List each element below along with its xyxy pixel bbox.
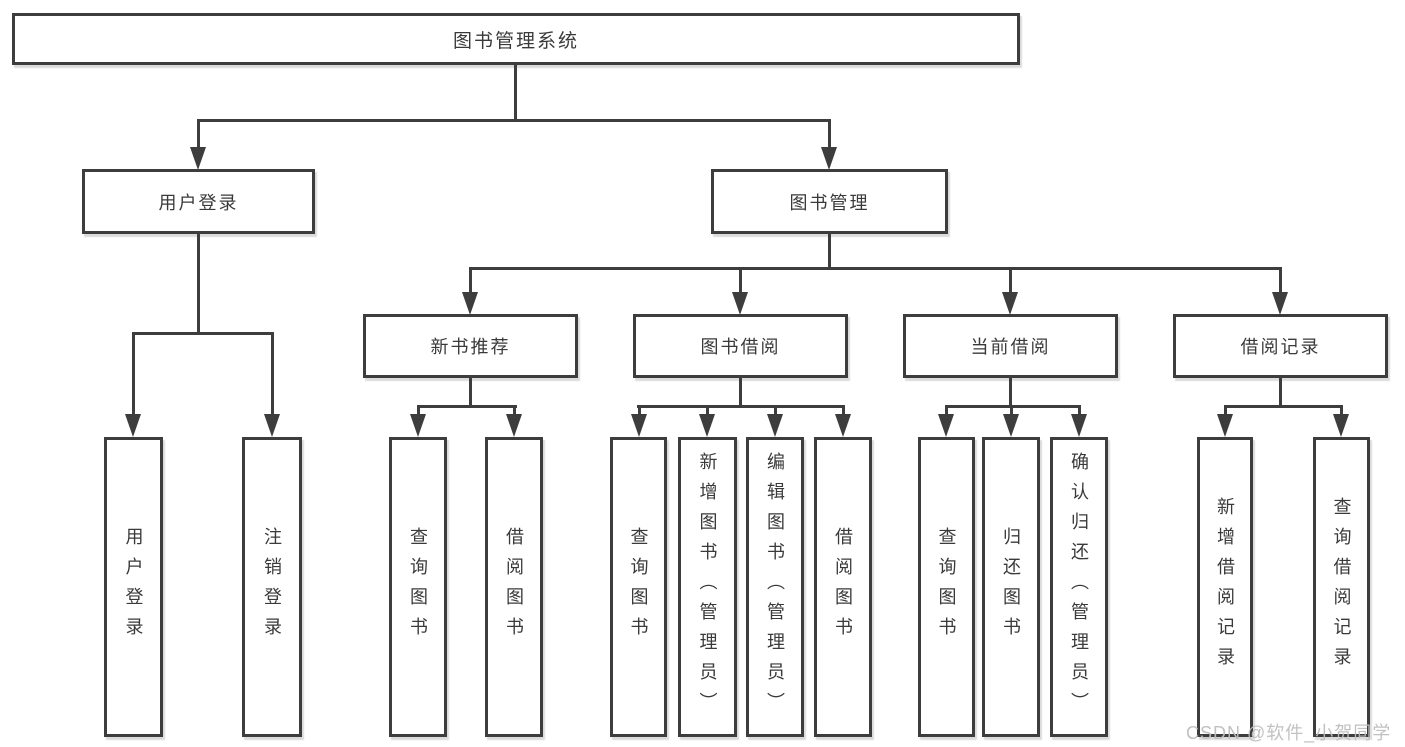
- leaf-return-books: 归还图书: [982, 437, 1040, 737]
- connector-records-arrow-stem-2: [1340, 405, 1343, 417]
- leaf-edit-books-admin: 编辑图书（管理员）: [746, 437, 804, 737]
- connector-records-stem: [1279, 378, 1282, 408]
- connector-records-hbar: [1224, 405, 1343, 408]
- connector-borrowing-arrow-stem-2: [706, 405, 709, 417]
- arrowhead-icon: [1071, 414, 1087, 437]
- connector-user-login-hbar: [132, 332, 274, 335]
- connector-borrowing-stem: [739, 378, 742, 408]
- arrowhead-icon: [1002, 292, 1018, 315]
- arrowhead-icon: [462, 292, 478, 315]
- connector-current-stem: [1009, 378, 1012, 408]
- connector-root-hbar: [197, 119, 831, 122]
- leaf-query-books-current: 查询图书: [918, 437, 975, 737]
- leaf-add-books-admin: 新增图书（管理员）: [678, 437, 737, 737]
- node-book-management: 图书管理: [711, 169, 948, 234]
- arrowhead-icon: [1003, 414, 1019, 437]
- watermark: CSDN @软件_小贺同学: [1186, 723, 1392, 743]
- leaf-confirm-return-admin: 确认归还（管理员）: [1050, 437, 1108, 737]
- arrowhead-icon: [1333, 414, 1349, 437]
- connector-root-right-arrow-stem: [828, 119, 831, 149]
- leaf-user-login: 用户登录: [104, 437, 163, 737]
- arrowhead-icon: [1272, 292, 1288, 315]
- connector-book-mgmt-hbar: [469, 267, 1282, 270]
- arrowhead-icon: [264, 414, 280, 437]
- node-library-system: 图书管理系统: [12, 13, 1020, 65]
- connector-root-stem: [514, 65, 517, 122]
- arrowhead-icon: [125, 414, 141, 437]
- arrowhead-icon: [190, 147, 206, 170]
- connector-recommend-hbar: [417, 405, 517, 408]
- node-new-book-recommendation: 新书推荐: [363, 314, 578, 378]
- connector-recommend-arrow-stem-1: [417, 405, 420, 417]
- connector-user-login-stem: [197, 234, 200, 335]
- connector-book-mgmt-stem: [828, 234, 831, 270]
- arrowhead-icon: [821, 147, 837, 170]
- connector-borrowing-hbar: [637, 405, 845, 408]
- connector-borrowing-arrow-stem-4: [842, 405, 845, 417]
- leaf-borrow-books-borrowing: 借阅图书: [814, 437, 872, 737]
- connector-current-hbar: [945, 405, 1081, 408]
- connector-current-arrow-stem-3: [1078, 405, 1081, 417]
- connector-borrowing-arrow-stem-3: [774, 405, 777, 417]
- connector-current-arrow-stem-2: [1010, 405, 1013, 417]
- node-book-borrowing: 图书借阅: [633, 314, 848, 378]
- connector-current-arrow-stem-1: [945, 405, 948, 417]
- arrowhead-icon: [1217, 414, 1233, 437]
- connector-user-login-arrow-stem-2: [271, 332, 274, 417]
- arrowhead-icon: [410, 414, 426, 437]
- arrowhead-icon: [938, 414, 954, 437]
- arrowhead-icon: [699, 414, 715, 437]
- leaf-query-books-borrowing: 查询图书: [610, 437, 667, 737]
- connector-book-mgmt-arrow-stem-3: [1009, 267, 1012, 295]
- leaf-query-books-recommend: 查询图书: [389, 437, 447, 737]
- connector-book-mgmt-arrow-stem-4: [1279, 267, 1282, 295]
- node-current-borrowing: 当前借阅: [903, 314, 1118, 378]
- arrowhead-icon: [631, 414, 647, 437]
- leaf-logout: 注销登录: [242, 437, 302, 737]
- connector-records-arrow-stem-1: [1224, 405, 1227, 417]
- connector-book-mgmt-arrow-stem-1: [469, 267, 472, 295]
- connector-user-login-arrow-stem-1: [132, 332, 135, 417]
- node-user-login: 用户登录: [82, 169, 315, 234]
- connector-book-mgmt-arrow-stem-2: [739, 267, 742, 295]
- connector-recommend-arrow-stem-2: [513, 405, 516, 417]
- arrowhead-icon: [767, 414, 783, 437]
- connector-borrowing-arrow-stem-1: [638, 405, 641, 417]
- arrowhead-icon: [732, 292, 748, 315]
- leaf-add-borrow-record: 新增借阅记录: [1197, 437, 1253, 737]
- leaf-query-borrow-record: 查询借阅记录: [1313, 437, 1370, 737]
- node-borrowing-records: 借阅记录: [1173, 314, 1388, 378]
- arrowhead-icon: [835, 414, 851, 437]
- connector-root-left-arrow-stem: [197, 119, 200, 149]
- connector-recommend-stem: [469, 378, 472, 408]
- arrowhead-icon: [506, 414, 522, 437]
- leaf-borrow-books-recommend: 借阅图书: [485, 437, 543, 737]
